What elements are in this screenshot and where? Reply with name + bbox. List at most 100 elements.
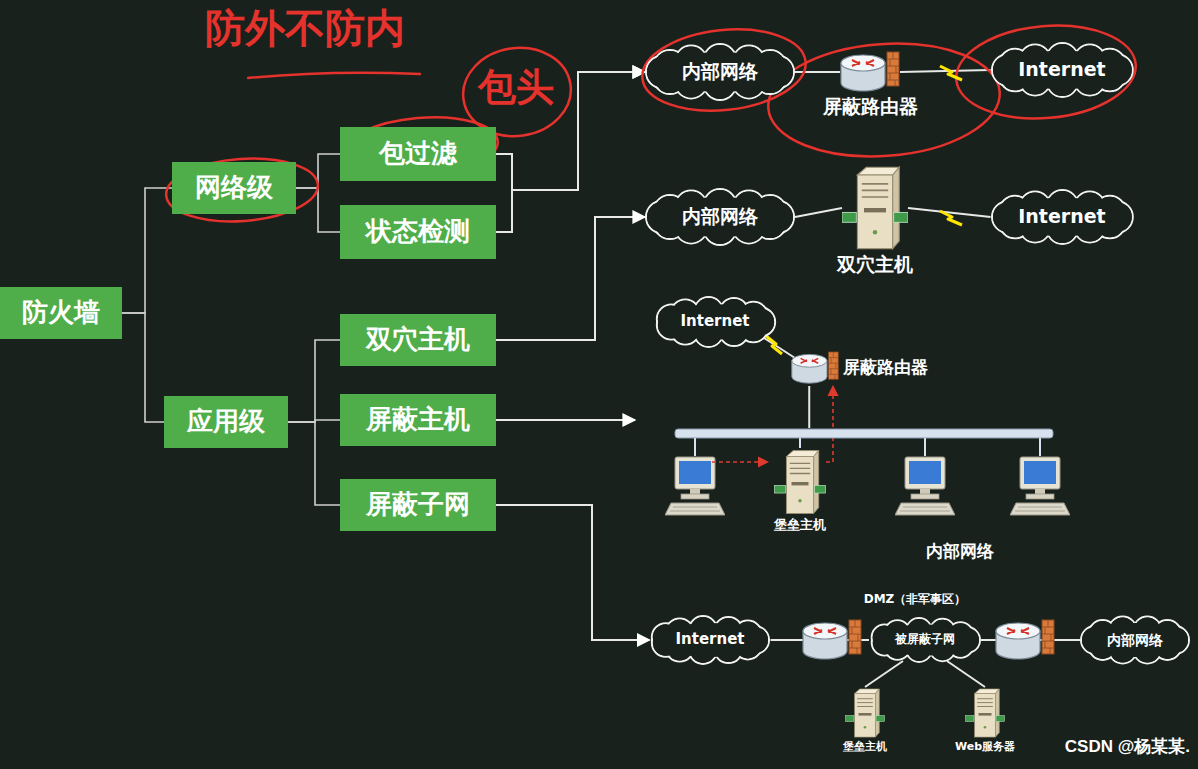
lan-segment: 内部网络 堡垒主机	[635, 428, 1090, 568]
node-label: 屏蔽路由器	[843, 358, 928, 378]
cloud-outline	[662, 304, 768, 339]
node-label: 被屏蔽子网	[895, 633, 955, 647]
connector-arrow	[826, 386, 833, 462]
category-box: 屏蔽主机	[340, 394, 496, 446]
connector-line	[808, 386, 810, 428]
connector-line	[288, 422, 340, 505]
network-cloud: 内部网络	[645, 43, 795, 101]
connector-line	[296, 188, 340, 232]
device-icon	[965, 687, 1005, 739]
node-label: 双穴主机	[837, 254, 913, 276]
computer-icon	[665, 457, 1070, 515]
device-icon: 双穴主机	[835, 164, 915, 276]
connector-arrow	[496, 505, 649, 640]
lightning-symbol	[940, 66, 962, 80]
network-cloud: 内部网络	[645, 188, 795, 246]
connector-arrow	[496, 217, 645, 340]
device-icon: 屏蔽路由器	[821, 50, 920, 118]
device-icon	[791, 350, 839, 386]
connector-line	[764, 338, 795, 358]
traffic-path	[712, 461, 768, 463]
device-icon	[840, 50, 900, 94]
device-icon	[842, 167, 908, 248]
handwritten-annotation	[164, 154, 320, 226]
lightning-symbol	[940, 211, 962, 225]
category-box: 包过滤	[340, 127, 496, 181]
cloud-outline	[876, 624, 973, 655]
category-box: 双穴主机	[340, 314, 496, 366]
device-icon	[845, 687, 885, 739]
node-label: Web服务器	[955, 741, 1015, 754]
traffic-path	[712, 462, 768, 463]
router-icon	[996, 620, 1054, 659]
device-icon: Web服务器	[953, 687, 1017, 754]
node-label: 堡垒主机	[774, 518, 826, 533]
handwritten-note: 防外不防内	[205, 6, 405, 52]
device-icon: 屏蔽路由器	[791, 350, 928, 386]
cloud-outline	[657, 623, 762, 657]
device-icon	[965, 689, 1004, 737]
network-cloud: Internet	[991, 42, 1134, 98]
network-cloud: 被屏蔽子网	[869, 617, 981, 663]
connector-line	[795, 71, 840, 73]
node-label: 屏蔽路由器	[823, 96, 918, 118]
device-icon	[792, 352, 838, 383]
device-icon	[965, 687, 1005, 739]
watermark: CSDN @杨某某.	[1065, 737, 1190, 757]
node-label: Internet	[675, 631, 744, 648]
device-icon: 堡垒主机	[772, 448, 828, 533]
device-icon	[842, 164, 908, 252]
node-label: 屏蔽子网	[366, 490, 470, 520]
connector-line	[795, 208, 842, 217]
handwritten-annotation	[248, 73, 420, 78]
cloud-outline	[999, 51, 1124, 89]
device-icon	[840, 50, 900, 94]
handwritten-annotation	[952, 18, 1139, 125]
node-label: 内部网络	[926, 542, 994, 562]
lightning-symbol	[766, 336, 782, 354]
node-label: 屏蔽主机	[366, 405, 470, 435]
device-icon	[845, 687, 885, 739]
node-label: Internet	[1018, 59, 1105, 81]
node-label: 应用级	[187, 407, 265, 437]
router-icon	[803, 620, 861, 659]
node-label: 包过滤	[379, 139, 457, 169]
device-icon	[791, 350, 839, 386]
node-label: 防火墙	[22, 298, 100, 328]
device-icon	[774, 448, 826, 516]
network-cloud: Internet	[649, 615, 770, 665]
network-cloud: 内部网络	[1080, 615, 1190, 665]
device-icon	[846, 689, 885, 737]
cloud-outline	[654, 52, 786, 92]
connector-line	[288, 340, 340, 422]
device-icon	[841, 52, 899, 91]
computer-icon	[895, 457, 955, 515]
node-label: Internet	[1018, 206, 1105, 228]
cloud-outline	[654, 197, 786, 237]
connector-line	[947, 661, 985, 687]
category-box: 状态检测	[340, 205, 496, 259]
connector-line	[122, 188, 172, 313]
handwritten-note: 包头	[478, 66, 554, 110]
lan-bus	[675, 429, 1053, 456]
node-label: 双穴主机	[366, 325, 470, 355]
lan-bus	[695, 438, 1040, 456]
lightning-symbol	[766, 66, 962, 354]
device-icon	[842, 164, 908, 252]
computer-icon	[665, 457, 725, 515]
node-label: 内部网络	[1107, 632, 1163, 648]
node-label: 堡垒主机	[843, 741, 887, 754]
cloud-outline	[999, 198, 1124, 236]
node-label: 状态检测	[366, 217, 470, 247]
network-cloud: Internet	[654, 296, 776, 348]
connector-line	[865, 661, 903, 687]
node-label: 网络级	[195, 173, 273, 203]
zone-label: DMZ（非军事区）	[864, 593, 967, 607]
node-label: Internet	[680, 313, 749, 330]
category-box: 网络级	[172, 162, 296, 214]
category-box: 防火墙	[0, 287, 122, 339]
node-label: 内部网络	[682, 206, 758, 228]
node-label: 内部网络	[682, 61, 758, 83]
